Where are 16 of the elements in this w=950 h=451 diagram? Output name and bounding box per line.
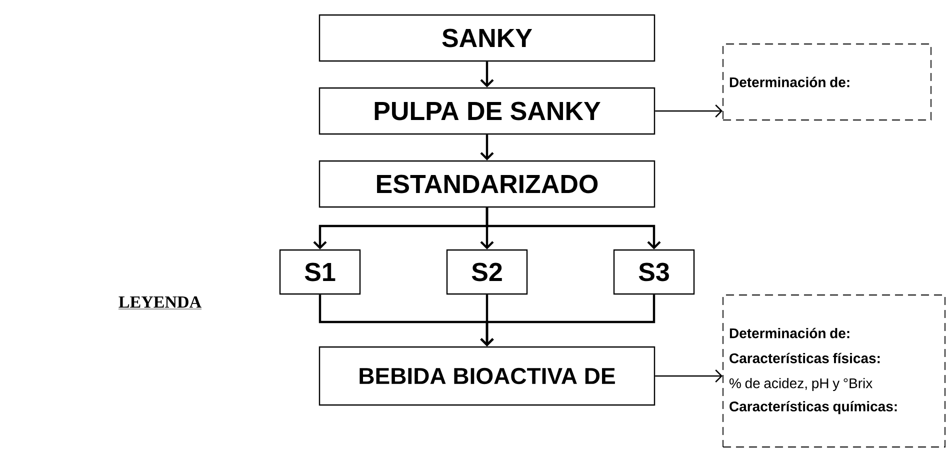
sample-box: S1 [279, 249, 361, 295]
sample-box: S3 [613, 249, 695, 295]
process-box: ESTANDARIZADO [318, 160, 656, 208]
legend-heading: LEYENDA [118, 296, 202, 310]
process-box: PULPA DE SANKY [318, 87, 656, 135]
sample-box: S2 [446, 249, 528, 295]
arrow [486, 208, 661, 250]
process-box: BEBIDA BIOACTIVA DE [318, 346, 656, 406]
arrow [655, 104, 723, 118]
arrow [480, 62, 494, 88]
analysis-box: Determinación de: [722, 44, 932, 120]
arrow [480, 134, 494, 160]
arrow [655, 370, 723, 382]
process-box: SANKY [318, 14, 656, 62]
arrow [480, 294, 656, 346]
analysis-box: Determinación de: Características físicas: % de acidez, pH y °Brix Características químicas: [722, 294, 946, 448]
